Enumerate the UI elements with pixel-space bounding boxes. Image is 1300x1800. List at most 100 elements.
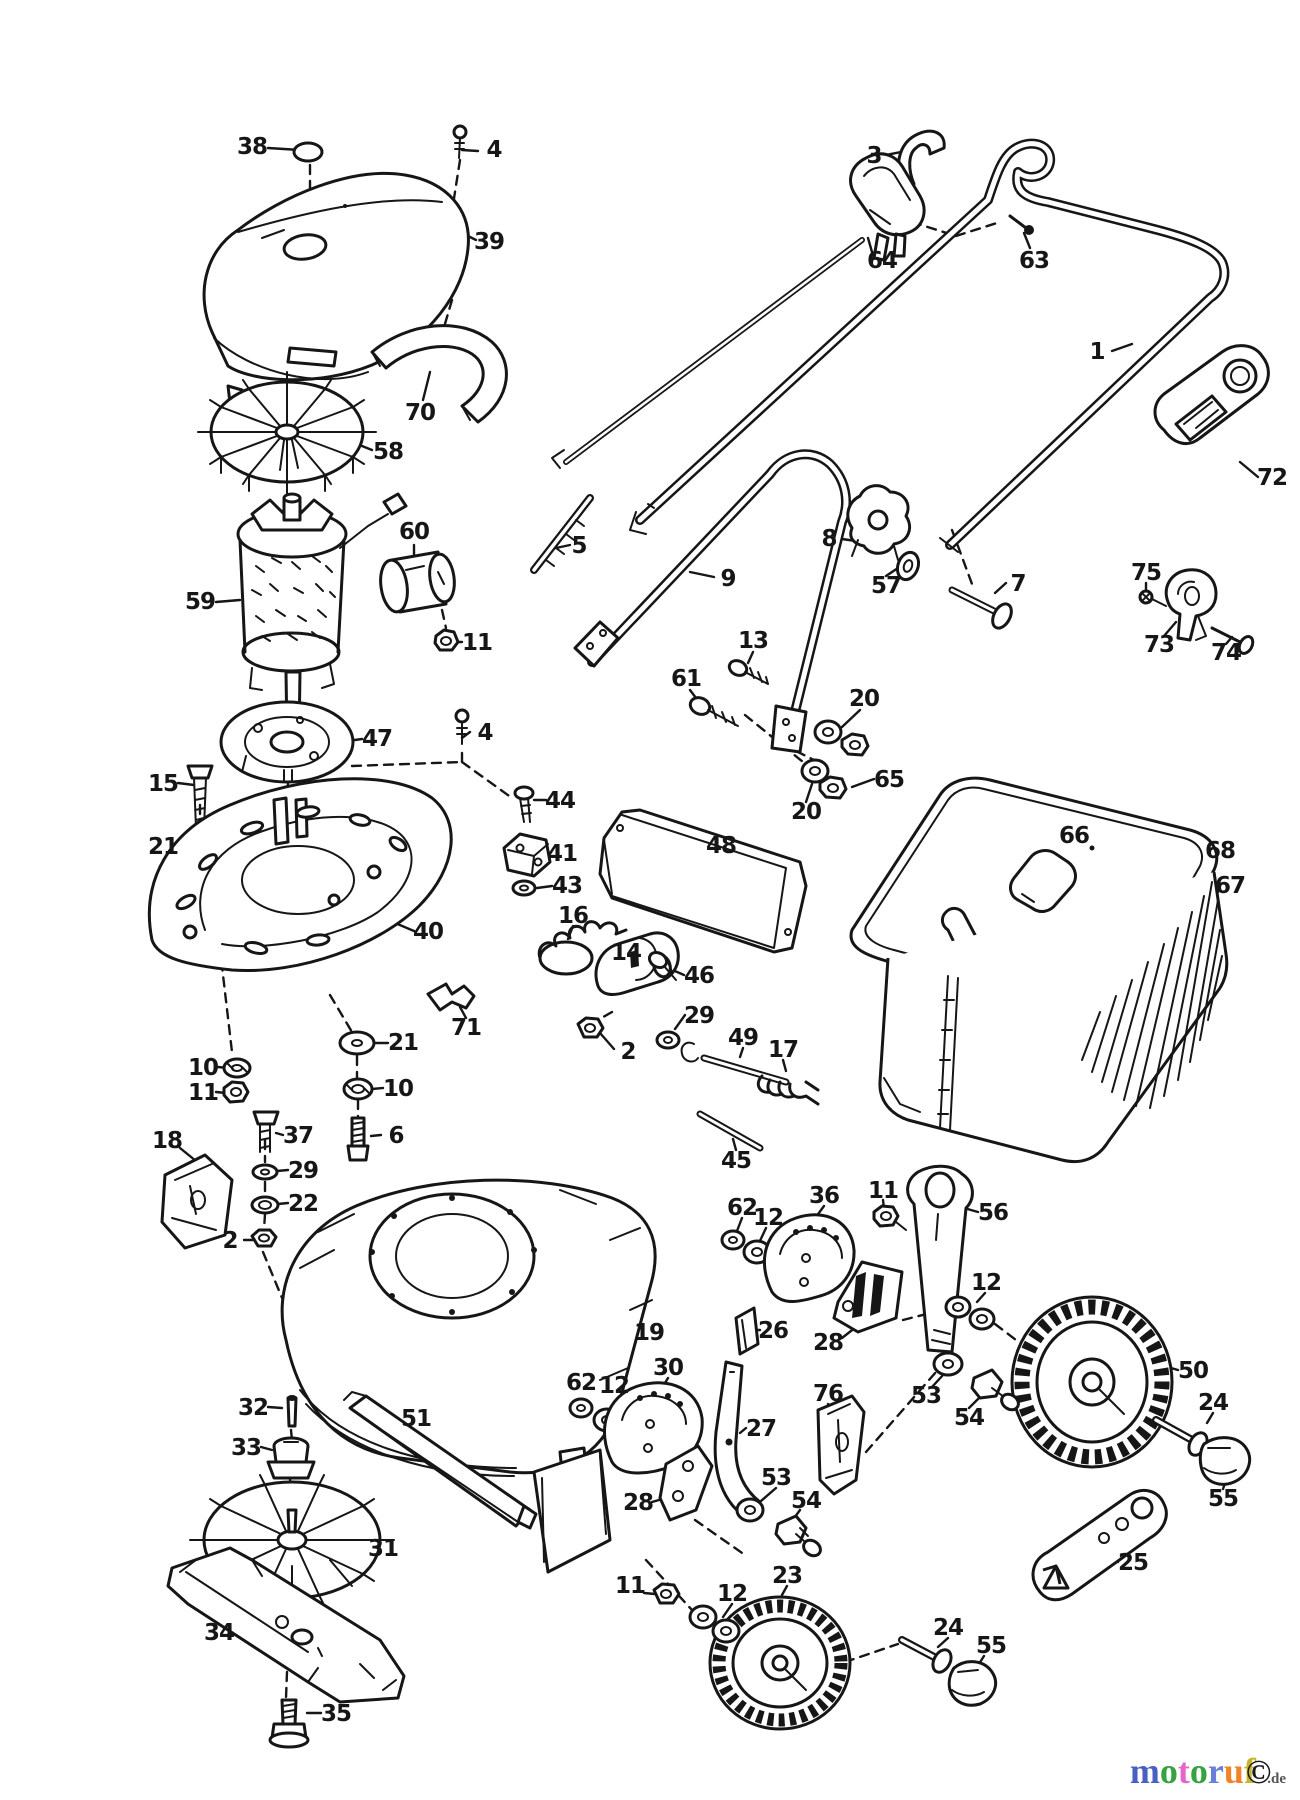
part-label-72: 72 (1256, 465, 1288, 491)
part-label-12: 12 (752, 1205, 784, 1231)
part-label-73: 73 (1143, 632, 1175, 658)
switch-housing-64 (849, 152, 926, 262)
screw-4-mid (454, 708, 470, 745)
part-label-4: 4 (477, 720, 493, 746)
part-label-10: 10 (382, 1076, 414, 1102)
part-label-38: 38 (236, 134, 268, 160)
part-label-10: 10 (187, 1055, 219, 1081)
part-label-71: 71 (450, 1015, 482, 1041)
part-label-57: 57 (870, 573, 902, 599)
part-label-12: 12 (716, 1581, 748, 1607)
part-label-46: 46 (683, 963, 715, 989)
bracket-76 (816, 1394, 866, 1496)
part-label-18: 18 (151, 1128, 183, 1154)
part-label-32: 32 (237, 1395, 269, 1421)
part-label-12: 12 (598, 1373, 630, 1399)
washer-62-upper (720, 1229, 746, 1251)
blade-34 (166, 1546, 406, 1704)
part-label-20: 20 (848, 686, 880, 712)
watermark-letter: f (1243, 1751, 1256, 1791)
part-label-11: 11 (187, 1080, 219, 1106)
bracket-26 (734, 1306, 760, 1356)
part-label-24: 24 (932, 1615, 964, 1641)
washer-43 (511, 879, 537, 897)
bolt-15 (186, 764, 214, 829)
part-label-7: 7 (1010, 571, 1026, 597)
part-label-54: 54 (790, 1488, 822, 1514)
part-label-11: 11 (614, 1573, 646, 1599)
part-label-19: 19 (633, 1320, 665, 1346)
washer-21-mid (338, 1030, 376, 1056)
part-label-47: 47 (361, 726, 393, 752)
screw-75 (1138, 589, 1167, 607)
part-label-56: 56 (977, 1200, 1009, 1226)
part-label-34: 34 (203, 1620, 235, 1646)
part-label-9: 9 (720, 566, 736, 592)
rear-wheel-50 (1010, 1295, 1174, 1469)
screw-44 (513, 785, 535, 823)
part-label-62: 62 (565, 1370, 597, 1396)
part-label-64: 64 (866, 248, 898, 274)
part-label-2: 2 (620, 1039, 636, 1065)
nut-2-left (250, 1228, 278, 1248)
bolt-74 (1210, 626, 1255, 655)
bracket-18 (160, 1153, 234, 1250)
part-label-27: 27 (745, 1416, 777, 1442)
part-label-35: 35 (320, 1701, 352, 1727)
hub-cap-55-bottom (947, 1660, 997, 1707)
part-label-5: 5 (571, 533, 587, 559)
part-label-50: 50 (1177, 1358, 1209, 1384)
part-label-40: 40 (412, 919, 444, 945)
washer-29-left (251, 1163, 279, 1181)
part-label-48: 48 (705, 833, 737, 859)
part-label-44: 44 (544, 788, 576, 814)
deflector-bar-48 (598, 808, 808, 954)
part-label-24: 24 (1197, 1390, 1229, 1416)
washers-20-nut-65-upper (813, 719, 870, 757)
part-label-21: 21 (387, 1030, 419, 1056)
nut-11-left (222, 1080, 250, 1104)
part-label-20: 20 (790, 799, 822, 825)
screw-4-top (452, 124, 468, 159)
part-label-59: 59 (184, 589, 216, 615)
washers-12-bottom-pair (688, 1604, 741, 1644)
side-chute-72 (532, 1448, 612, 1574)
part-label-58: 58 (372, 439, 404, 465)
washer-53-left (735, 1497, 765, 1523)
handle-grip-72-top (1153, 344, 1270, 446)
part-label-1: 1 (1089, 339, 1105, 365)
upper-handle-1 (629, 138, 1230, 553)
washers-12-right-pair (944, 1295, 996, 1331)
part-label-68: 68 (1204, 838, 1236, 864)
bag-mesh-texture (1081, 881, 1223, 1109)
bag-handle-hole-66 (1009, 849, 1077, 913)
part-label-66: 66 (1058, 823, 1090, 849)
watermark-suffix: .de (1267, 1771, 1286, 1787)
part-label-39: 39 (473, 229, 505, 255)
part-label-49: 49 (727, 1025, 759, 1051)
cable-clamp-73 (1164, 568, 1218, 642)
motor-winding-texture (251, 555, 336, 642)
screw-61 (688, 696, 739, 727)
washer-62-lower (568, 1397, 594, 1419)
part-label-36: 36 (808, 1183, 840, 1209)
screw-46 (647, 950, 677, 981)
part-label-11: 11 (867, 1178, 899, 1204)
bolt-54-right (970, 1368, 1020, 1412)
part-label-6: 6 (388, 1123, 404, 1149)
part-label-37: 37 (282, 1123, 314, 1149)
part-label-25: 25 (1117, 1550, 1149, 1576)
part-label-29: 29 (287, 1158, 319, 1184)
part-label-12: 12 (970, 1270, 1002, 1296)
part-label-41: 41 (546, 841, 578, 867)
hub-33 (266, 1436, 316, 1480)
part-label-33: 33 (230, 1435, 262, 1461)
part-label-11: 11 (461, 630, 493, 656)
part-label-75: 75 (1130, 560, 1162, 586)
part-label-8: 8 (821, 526, 837, 552)
wheel-arm-25 (1031, 1488, 1168, 1602)
motor-mount-plate-40 (147, 777, 453, 973)
part-label-63: 63 (1018, 248, 1050, 274)
